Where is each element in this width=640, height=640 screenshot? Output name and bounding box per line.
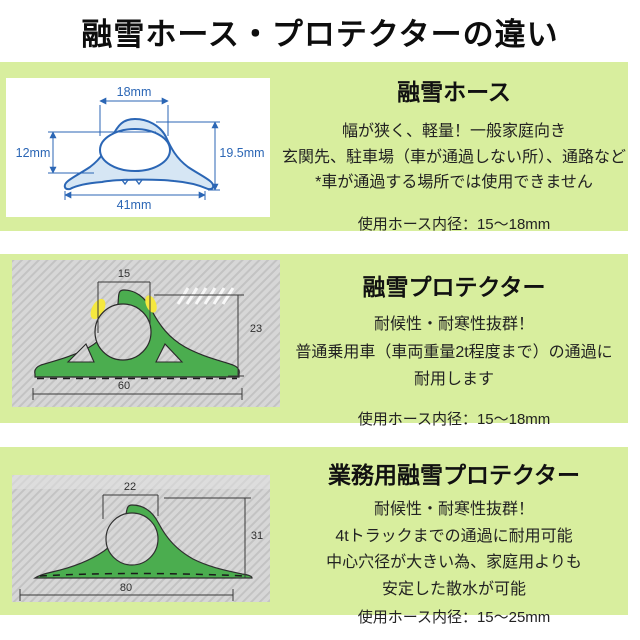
photo-glare <box>176 287 235 305</box>
dim-top-width <box>97 281 151 333</box>
section-title: 融雪ホース <box>397 79 511 105</box>
page-title: 融雪ホース・プロテクターの違い <box>81 16 559 52</box>
dim-label-base-width: 80 <box>120 582 132 594</box>
protector-cross-section-photo: 15 23 60 <box>12 260 280 407</box>
section-heavy-duty-protector: 22 31 80 業務用融雪プロテクター 耐候性・耐寒性抜群！ 4tトラックまで… <box>0 447 628 626</box>
dim-label-height: 31 <box>251 530 263 542</box>
description-line: *車が通過する場所では使用できません <box>315 174 593 191</box>
description-line: 耐候性・耐寒性抜群！ <box>373 501 534 518</box>
dim-label-height: 23 <box>250 323 262 335</box>
description-line: 玄関先、駐車場（車が通過しない所）、通路など <box>281 148 626 166</box>
dim-label-inner-height: 12mm <box>16 146 51 160</box>
description-line: 耐用します <box>413 371 494 388</box>
right-triangle-hole <box>155 343 184 363</box>
dim-label-base-width: 60 <box>118 380 130 392</box>
description-line: 幅が狭く、軽量！一般家庭向き <box>341 123 566 140</box>
left-triangle-hole <box>66 343 95 363</box>
hose-cross-section-drawing: 18mm 12mm 19.5mm <box>16 85 265 212</box>
hose-bore-hole <box>99 128 171 172</box>
dim-top-width <box>99 97 169 136</box>
hose-inner-diameter-spec: 使用ホース内径：15〜18mm <box>357 410 551 428</box>
protector-text-block: 融雪プロテクター 耐候性・耐寒性抜群！ 普通乗用車（車両重量2t程度まで）の通過… <box>280 268 628 429</box>
dim-base-width <box>64 191 206 200</box>
description-line: 中心穴径が大きい為、家庭用よりも <box>326 554 582 571</box>
heavy-duty-protector-text-block: 業務用融雪プロテクター 耐候性・耐寒性抜群！ 4tトラックまでの通過に耐用可能 … <box>280 456 628 627</box>
protector-photo: 15 23 60 <box>12 260 280 407</box>
dim-total-height <box>156 121 220 191</box>
description-line: 安定した散水が可能 <box>381 580 526 598</box>
hose-channel-hole <box>94 303 152 361</box>
hose-diagram: 18mm 12mm 19.5mm <box>6 78 270 217</box>
hose-inner-diameter-spec: 使用ホース内径：15〜25mm <box>357 609 551 626</box>
section-title: 融雪プロテクター <box>362 274 546 300</box>
dim-base-width <box>32 388 243 400</box>
dim-base-width <box>19 589 234 601</box>
dim-label-top-width: 18mm <box>117 85 152 99</box>
dim-label-base-width: 41mm <box>117 198 152 212</box>
description-line: 耐候性・耐寒性抜群！ <box>373 316 534 333</box>
dim-label-total-height: 19.5mm <box>219 146 264 160</box>
heavy-duty-protector-photo: 22 31 80 <box>12 475 270 602</box>
heavy-duty-protector-cross-section-photo: 22 31 80 <box>12 475 270 602</box>
header: 融雪ホース・プロテクターの違い <box>0 0 640 62</box>
section-title: 業務用融雪プロテクター <box>327 462 581 488</box>
base-serration-line <box>39 572 247 577</box>
hose-channel-hole <box>105 512 159 566</box>
hose-text-block: 融雪ホース 幅が狭く、軽量！一般家庭向き 玄関先、駐車場（車が通過しない所）、通… <box>280 73 628 234</box>
section-hose: 18mm 12mm 19.5mm <box>0 62 628 234</box>
yellow-highlight-right <box>145 295 157 313</box>
dim-height <box>164 497 251 579</box>
description-line: 普通乗用車（車両重量2t程度まで）の通過に <box>295 343 613 361</box>
photo-light-band <box>12 475 270 489</box>
dim-label-top-width: 22 <box>124 481 136 493</box>
dim-inner-height <box>48 131 156 174</box>
description-line: 4tトラックまでの通過に耐用可能 <box>335 527 573 545</box>
dim-top-width <box>102 494 159 519</box>
dim-label-top-width: 15 <box>118 268 130 280</box>
hose-bottom-notches <box>121 179 143 186</box>
hose-inner-diameter-spec: 使用ホース内径：15〜18mm <box>357 215 551 233</box>
dim-height <box>154 294 244 377</box>
section-protector: 15 23 60 融雪プロテクター 耐候性・耐寒性抜群！ 普通乗用車（車両重量2… <box>0 254 628 428</box>
